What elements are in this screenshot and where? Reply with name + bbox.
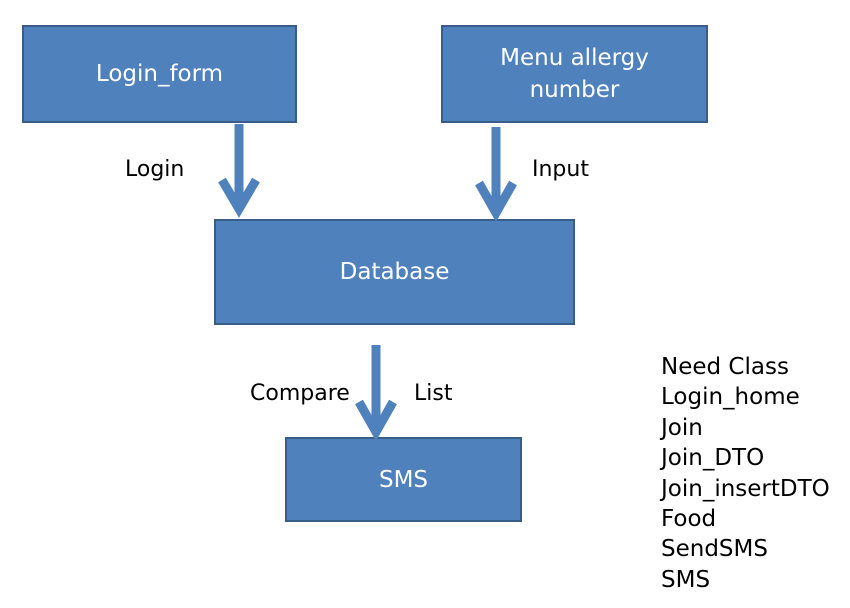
menu-allergy-label: Menu allergy number	[500, 45, 649, 103]
class-item: Join_insertDTO	[661, 475, 830, 502]
class-item: Join_DTO	[661, 445, 765, 472]
database-box: Database	[214, 219, 575, 325]
arrow-database-to-sms	[355, 345, 397, 442]
class-item: Join	[661, 414, 703, 441]
need-class-title: Need Class	[661, 354, 789, 380]
edge-label-input: Input	[532, 157, 589, 182]
edge-label-login: Login	[125, 157, 185, 182]
class-item: Food	[661, 506, 717, 533]
login-form-label: Login_form	[95, 61, 224, 87]
arrow-menu-to-database	[475, 127, 517, 223]
sms-box: SMS	[285, 437, 522, 522]
edge-label-list: List	[414, 381, 453, 406]
edge-label-compare: Compare	[250, 381, 350, 406]
class-item: Login_home	[661, 384, 800, 411]
class-item: SendSMS	[661, 536, 768, 563]
sms-label: SMS	[378, 466, 429, 493]
database-label: Database	[339, 259, 450, 285]
arrow-login-to-database	[218, 124, 260, 218]
class-item: SMS	[661, 566, 711, 593]
menu-allergy-box: Menu allergy number	[441, 25, 708, 123]
need-class-list: Need Class Login_home Join Join_DTO Join…	[661, 352, 830, 595]
login-form-box: Login_form	[22, 25, 297, 123]
